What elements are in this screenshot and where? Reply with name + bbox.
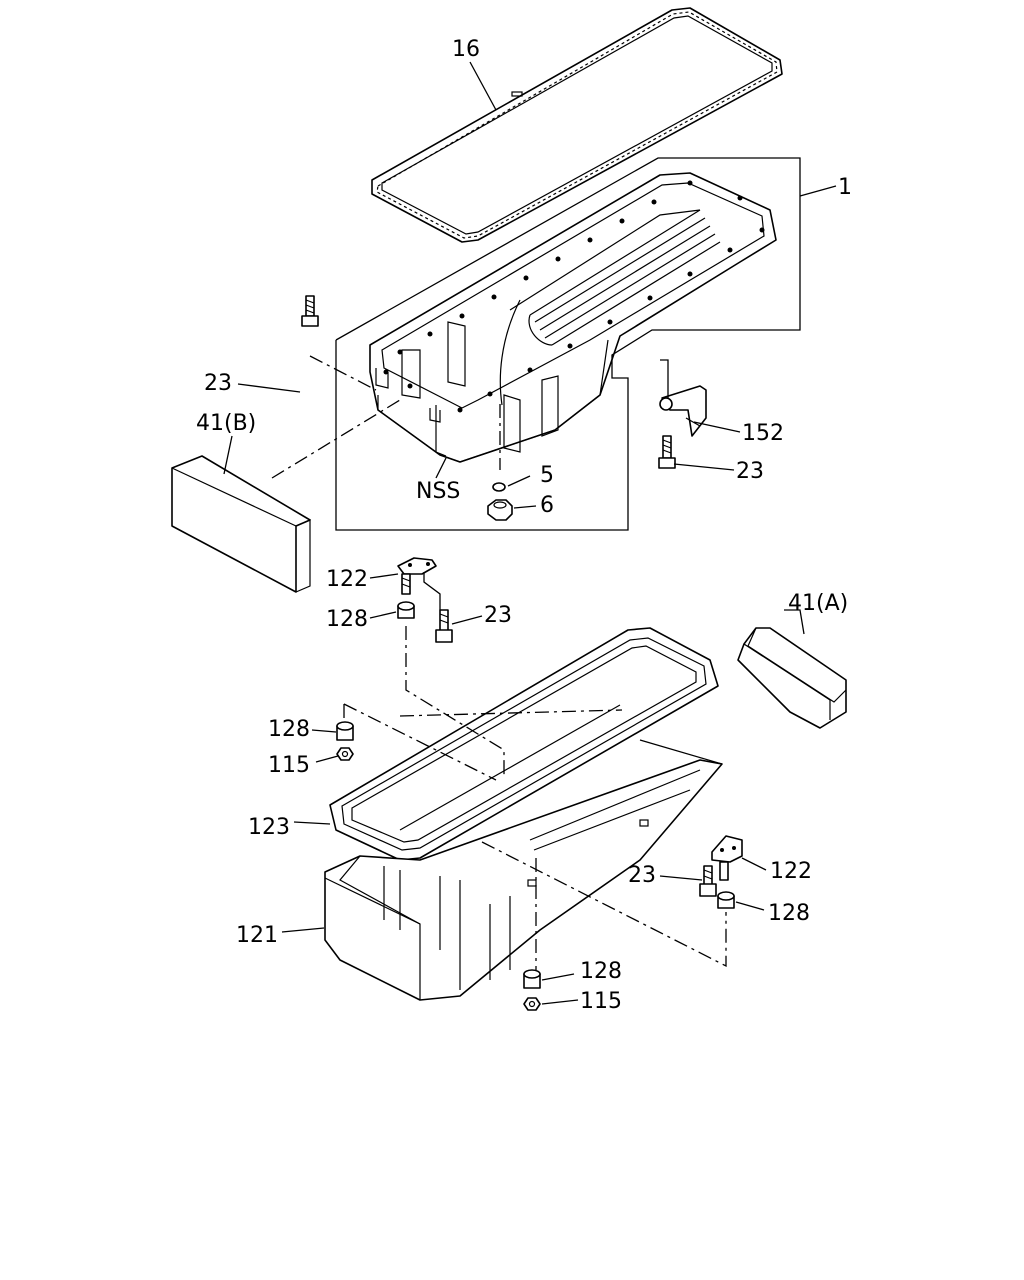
callout-6: 6 <box>540 493 554 518</box>
bolt-23-upper-left <box>301 295 319 327</box>
callout-41a: 41(A) <box>788 591 848 616</box>
callout-128-right: 128 <box>768 901 810 926</box>
callout-5: 5 <box>540 463 554 488</box>
drain-plug-6 <box>487 499 513 521</box>
callout-41b: 41(B) <box>196 411 256 436</box>
cover-41a <box>737 627 847 729</box>
callout-152: 152 <box>742 421 784 446</box>
callout-nss: NSS <box>416 479 460 504</box>
bracket-122-lower <box>711 835 743 881</box>
gasket-123 <box>329 627 719 861</box>
bracket-152 <box>659 385 707 437</box>
bracket-122-upper <box>397 557 437 595</box>
upper-oil-pan-1 <box>369 172 777 463</box>
callout-122-lower: 122 <box>770 859 812 884</box>
lower-pan-121 <box>324 739 723 1001</box>
nut-115-left <box>336 747 354 761</box>
callout-labels: 16 1 23 41(B) 152 23 NSS 5 6 122 128 23 … <box>196 37 852 1014</box>
callout-23-mid: 23 <box>484 603 512 628</box>
callout-16: 16 <box>452 37 480 62</box>
washer-5 <box>492 482 506 492</box>
grommet-128-right <box>717 891 735 909</box>
bolt-23-lower-right <box>699 865 717 897</box>
callout-128-upper: 128 <box>326 607 368 632</box>
callout-122-upper: 122 <box>326 567 368 592</box>
callout-115-bottom: 115 <box>580 989 622 1014</box>
callout-23-lower-right: 23 <box>628 863 656 888</box>
assembly-centerlines <box>271 355 727 970</box>
leader-lines <box>223 61 837 1005</box>
grommet-128-left <box>336 721 354 741</box>
callout-121: 121 <box>236 923 278 948</box>
callout-23-upper-right: 23 <box>736 459 764 484</box>
bolt-23-upper-right <box>658 435 676 469</box>
callout-128-bottom: 128 <box>580 959 622 984</box>
callout-123: 123 <box>248 815 290 840</box>
grommet-128-upper <box>397 601 415 619</box>
nut-115-bottom <box>523 997 541 1011</box>
gasket-16 <box>371 7 783 243</box>
flange-bolt-holes <box>383 180 765 413</box>
bolt-23-mid <box>435 609 453 643</box>
assembly-frame-1 <box>335 157 801 531</box>
cover-41b <box>171 455 311 593</box>
callout-23-upper-left: 23 <box>204 371 232 396</box>
grommet-128-bottom <box>523 969 541 989</box>
callout-128-left: 128 <box>268 717 310 742</box>
callout-1: 1 <box>838 175 852 200</box>
callout-115-left: 115 <box>268 753 310 778</box>
